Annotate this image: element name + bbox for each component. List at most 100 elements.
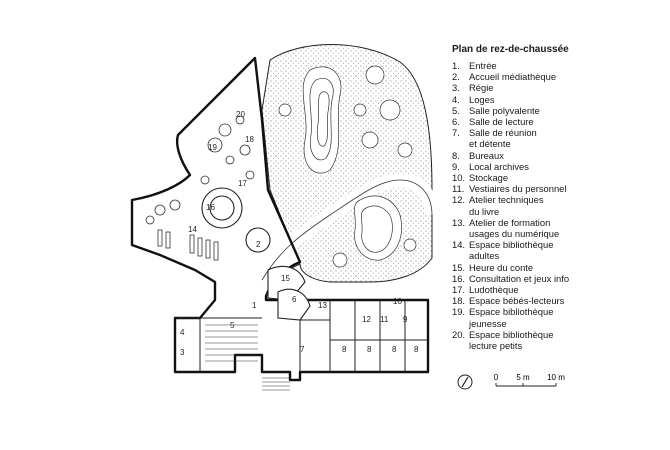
legend-item-number: 7.	[452, 127, 460, 139]
legend-item-number: 19.	[452, 306, 466, 318]
legend-item-number: 11.	[452, 183, 465, 195]
legend-item: 4. Loges	[452, 94, 662, 105]
scale-label-zero: 0	[494, 373, 499, 382]
plan-num-8b: 8	[367, 345, 372, 354]
plan-num-12: 12	[362, 315, 371, 324]
plan-num-7: 7	[300, 345, 305, 354]
plan-num-5: 5	[230, 321, 235, 330]
legend-item: 9. Local archives	[452, 161, 662, 172]
scale-bar-area: 0 5 m 10 m	[457, 373, 565, 390]
legend-item-number: 15.	[452, 261, 466, 273]
legend-item: 2. Accueil médiathèque	[452, 71, 662, 82]
plan-num-4: 4	[180, 328, 185, 337]
legend-item: 19.Espace bibliothèque jeunesse	[452, 306, 662, 328]
legend-item-label: Salle polyvalente	[469, 104, 540, 116]
legend-item-label: Salle de réunion et détente	[469, 127, 537, 150]
plan-num-9: 9	[403, 315, 408, 324]
legend-item-number: 4.	[452, 93, 460, 105]
legend-item-number: 13.	[452, 216, 466, 228]
plan-num-6: 6	[292, 295, 297, 304]
legend-item-number: 5.	[452, 104, 460, 116]
legend-item-label: Atelier de formation usages du numérique	[469, 216, 560, 240]
plan-num-18: 18	[245, 135, 254, 144]
garden-path-edge	[261, 179, 433, 281]
round-rooms	[201, 187, 311, 321]
legend-item-label: Entrée	[469, 60, 497, 71]
legend-list: 1. Entrée 2. Accueil médiathèque 3. Régie 4. Lo…	[452, 60, 662, 351]
plan-num-8a: 8	[342, 345, 347, 354]
legend-item-number: 8.	[452, 149, 460, 161]
scale-bar	[495, 383, 557, 387]
garden-trees	[278, 65, 417, 268]
legend-item: 11. Vestiaires du personnel	[452, 183, 662, 194]
plan-num-15: 15	[281, 274, 290, 283]
plan-labels: 20 19 18 17 16 2 15 14 13 6 12 10 11 9 7…	[180, 110, 419, 357]
legend-item: 18.Espace bébés-lecteurs	[452, 295, 662, 306]
legend-item: 15.Heure du conte	[452, 262, 662, 273]
legend-item-label: Espace bébés-lecteurs	[469, 295, 565, 307]
plan-num-11: 11	[380, 315, 389, 324]
legend-item-label: Régie	[469, 82, 494, 94]
legend-item-label: Consultation et jeux info	[469, 272, 570, 284]
plan-num-13: 13	[318, 301, 327, 310]
legend-item-label: Salle de lecture	[469, 116, 534, 128]
legend-item-label: Accueil médiathèque	[469, 71, 557, 83]
plan-num-3: 3	[180, 348, 185, 357]
legend-item-number: 1.	[452, 60, 460, 71]
legend-title: Plan de rez-de-chaussée	[452, 44, 569, 55]
legend-item-number: 9.	[452, 160, 460, 172]
legend-item: 3. Régie	[452, 82, 662, 93]
stair	[262, 377, 290, 391]
plan-num-14: 14	[188, 225, 197, 234]
legend-item: 7. Salle de réunion et détente	[452, 127, 662, 149]
scale-label-mid: 5 m	[516, 373, 530, 382]
legend-item-number: 20.	[452, 328, 466, 340]
legend-item: 8. Bureaux	[452, 150, 662, 161]
legend: Plan de rez-de-chaussée 1. Entrée 2. Accuei…	[452, 44, 662, 351]
legend-item: 20.Espace bibliothèque lecture petits	[452, 329, 662, 351]
legend-item-number: 10.	[452, 172, 466, 184]
legend-item-label: Vestiaires du personnel	[469, 183, 567, 195]
plan-num-1: 1	[252, 301, 257, 310]
legend-item-number: 16.	[452, 272, 466, 284]
plan-num-17: 17	[238, 179, 247, 188]
plan-num-16: 16	[206, 203, 215, 212]
legend-item: 6. Salle de lecture	[452, 116, 662, 127]
auditorium-seats	[205, 324, 258, 362]
legend-item: 13.Atelier de formation usages du numéri…	[452, 217, 662, 239]
floor-plan: 20 19 18 17 16 2 15 14 13 6 12 10 11 9 7…	[130, 44, 433, 391]
plan-num-20: 20	[236, 110, 245, 119]
legend-item: 14.Espace bibliothèque adultes	[452, 239, 662, 261]
legend-item-label: Local archives	[469, 160, 529, 172]
legend-item: 16.Consultation et jeux info	[452, 273, 662, 284]
legend-item-number: 6.	[452, 116, 460, 128]
legend-item-label: Espace bibliothèque adultes	[469, 239, 554, 262]
legend-item-label: Stockage	[469, 172, 509, 184]
legend-item-label: Espace bibliothèque lecture petits	[469, 328, 554, 352]
legend-item-label: Espace bibliothèque jeunesse	[469, 306, 554, 329]
legend-item-label: Bureaux	[469, 149, 504, 161]
legend-item: 17.Ludothèque	[452, 284, 662, 295]
north-arrow-icon	[457, 374, 473, 390]
legend-item: 5. Salle polyvalente	[452, 105, 662, 116]
legend-item: 12.Atelier techniques du livre	[452, 194, 662, 216]
legend-item-number: 18.	[452, 295, 466, 307]
garden-contours	[302, 66, 402, 261]
legend-item: 1. Entrée	[452, 60, 662, 71]
scale-label-end: 10 m	[547, 373, 565, 382]
legend-item-number: 14.	[452, 239, 466, 251]
plan-num-2: 2	[256, 240, 261, 249]
legend-item-label: Atelier techniques du livre	[469, 194, 544, 217]
furniture	[145, 115, 255, 261]
plan-num-19: 19	[208, 143, 217, 152]
plan-num-10: 10	[393, 297, 402, 306]
plan-num-8d: 8	[414, 345, 419, 354]
legend-item-label: Ludothèque	[469, 284, 519, 296]
legend-item-number: 12.	[452, 194, 466, 206]
legend-item-number: 2.	[452, 71, 460, 83]
plan-num-8c: 8	[392, 345, 397, 354]
legend-item-label: Loges	[469, 93, 495, 105]
legend-item: 10.Stockage	[452, 172, 662, 183]
legend-item-number: 3.	[452, 82, 460, 94]
legend-item-number: 17.	[452, 284, 466, 296]
